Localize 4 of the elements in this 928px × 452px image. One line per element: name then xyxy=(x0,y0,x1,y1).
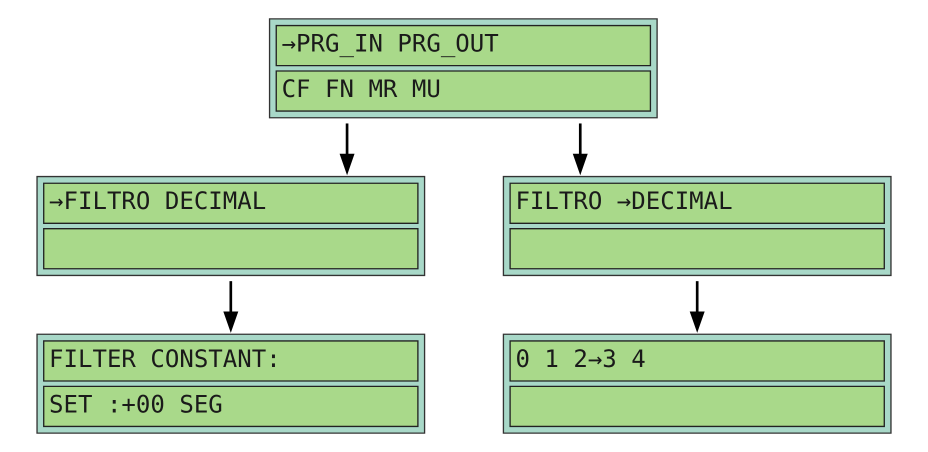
arrow xyxy=(572,123,588,176)
arrow xyxy=(690,281,705,333)
arrow xyxy=(340,123,355,176)
arrow xyxy=(223,281,238,333)
